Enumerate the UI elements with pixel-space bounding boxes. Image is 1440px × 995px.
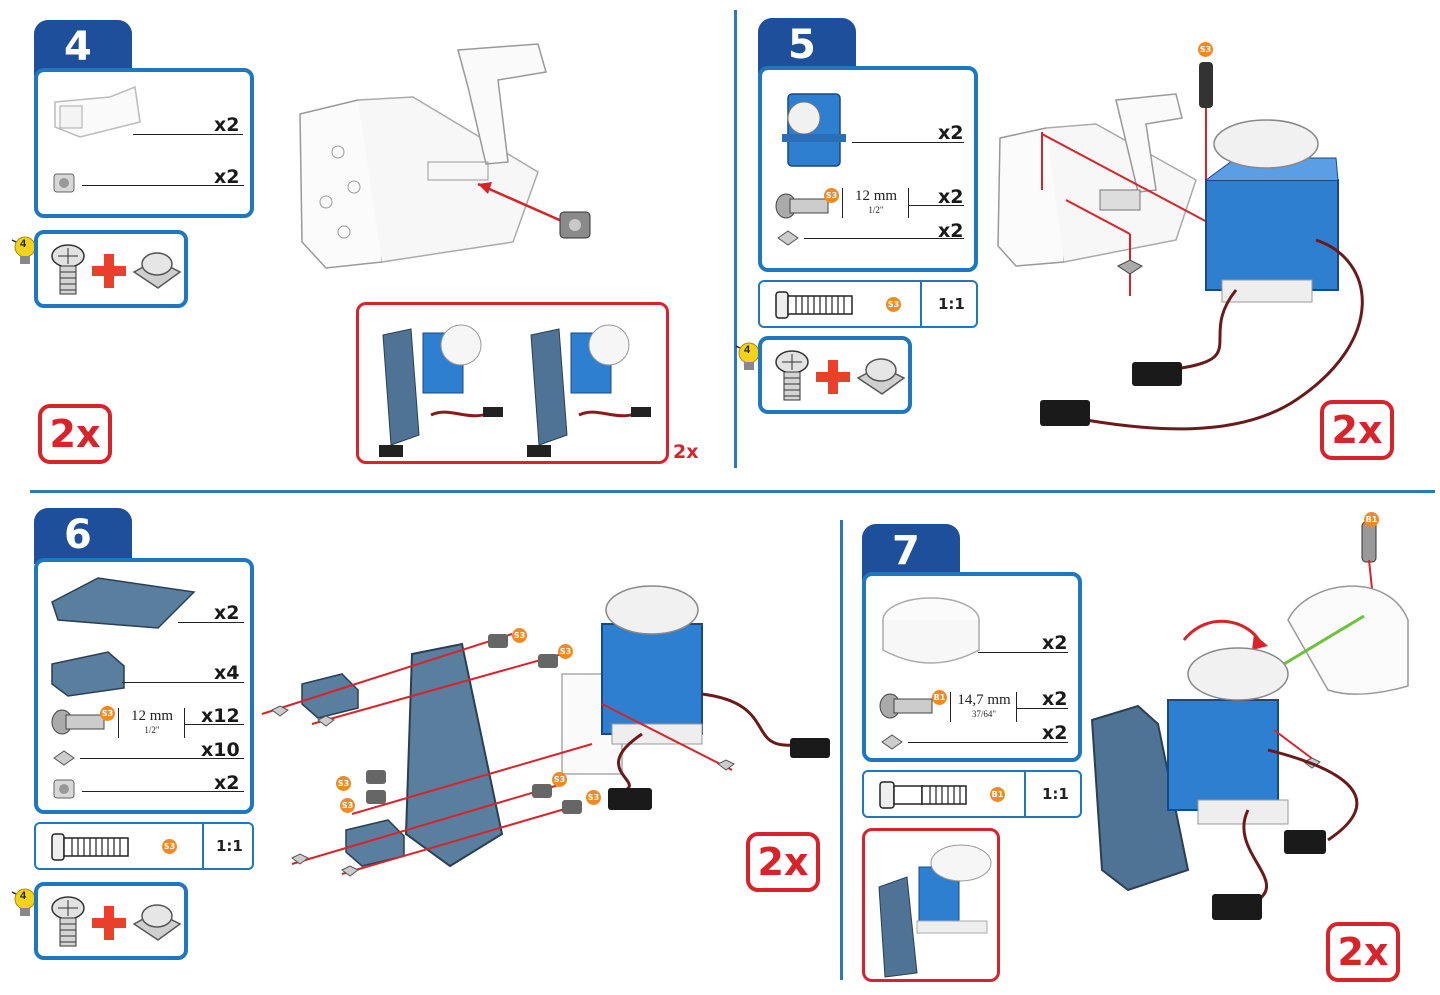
screw-code-badge: S3 xyxy=(340,798,355,813)
part-qty: x2 xyxy=(1042,632,1068,654)
screw-code-badge: S3 xyxy=(336,776,351,791)
screw-scale-box: B1 1:1 xyxy=(862,770,1082,818)
parts-panel: x2 x4 S3 12 mm 1/2" x12 x10 x2 xyxy=(34,558,254,814)
part-qty: x2 xyxy=(1042,722,1068,744)
screw-code-badge: S3 xyxy=(1198,42,1213,57)
screw-part-icon xyxy=(879,693,933,719)
part-qty: x2 xyxy=(938,186,964,208)
step-number: 5 xyxy=(788,22,816,68)
part-qty: x2 xyxy=(938,122,964,144)
servo-bracket-detail-2 xyxy=(527,324,651,457)
servo-bracket-detail xyxy=(878,844,992,978)
step-multiplier: 2x xyxy=(1320,400,1394,460)
screw-length: 14,7 mm 37/64" xyxy=(957,692,1011,719)
step-number: 6 xyxy=(64,512,92,558)
detail-frame xyxy=(356,302,669,464)
tip-box xyxy=(34,882,188,960)
small-bracket-part-icon xyxy=(51,651,125,697)
tip-number: 4 xyxy=(744,344,751,356)
screw-code-badge: S3 xyxy=(552,772,567,787)
screw-code-badge: B1 xyxy=(932,690,947,705)
tip-box xyxy=(758,336,912,414)
detail-frame xyxy=(862,828,1000,982)
step-number-tab: 5 xyxy=(758,18,856,74)
screw-length: 12 mm 1/2" xyxy=(854,188,898,215)
scale-ratio: 1:1 xyxy=(216,837,243,855)
nut-part-icon xyxy=(53,173,75,193)
servo-plate-assembly-illustration xyxy=(261,585,830,877)
servo-part-icon xyxy=(782,93,846,167)
part-qty: x2 xyxy=(214,166,240,188)
screw-scale-box: S3 1:1 xyxy=(34,822,254,870)
parts-panel: x2 S3 12 mm 1/2" x2 x2 xyxy=(758,66,978,272)
scale-ratio: 1:1 xyxy=(938,295,965,313)
step-number-tab: 7 xyxy=(862,524,960,580)
square-nut-icon xyxy=(132,252,182,289)
square-nut-icon xyxy=(856,358,906,395)
screw-part-icon xyxy=(775,193,829,219)
bracket-assembly-illustration xyxy=(299,43,591,269)
screw-code-badge: S3 xyxy=(162,839,177,854)
screw-length: 12 mm 1/2" xyxy=(130,708,174,735)
tip-number: 4 xyxy=(20,238,27,250)
plus-icon xyxy=(816,360,850,394)
tip-number: 4 xyxy=(20,890,27,902)
servo-bracket-detail-1 xyxy=(379,324,503,457)
part-qty: x2 xyxy=(1042,688,1068,710)
divider-top xyxy=(734,10,737,468)
plus-icon xyxy=(92,906,126,940)
step-number: 4 xyxy=(64,24,92,70)
parts-panel: x2 B1 14,7 mm 37/64" x2 x2 xyxy=(862,572,1082,762)
screw-head-icon xyxy=(775,350,809,401)
part-qty: x10 xyxy=(201,739,240,761)
tip-box xyxy=(34,230,188,308)
screw-code-badge: S3 xyxy=(886,297,901,312)
part-qty: x2 xyxy=(214,602,240,624)
part-qty: x12 xyxy=(201,705,240,727)
part-qty: x2 xyxy=(214,114,240,136)
part-qty: x4 xyxy=(214,662,240,684)
step-multiplier: 2x xyxy=(38,404,112,464)
screw-scale-box: S3 1:1 xyxy=(758,280,978,328)
plus-icon xyxy=(92,254,126,288)
divider-middle xyxy=(30,490,1435,493)
square-nut-part-icon xyxy=(881,734,903,750)
square-nut-part-icon xyxy=(53,750,75,766)
screw-head-icon xyxy=(51,244,85,295)
nut-part-icon xyxy=(53,779,75,799)
parts-panel: x2 x2 xyxy=(34,68,254,218)
step-multiplier: 2x xyxy=(1326,922,1400,982)
step-number: 7 xyxy=(892,528,920,574)
screw-head-icon xyxy=(51,896,85,947)
servo-horn-part-icon xyxy=(882,597,980,664)
scale-ratio: 1:1 xyxy=(1042,785,1069,803)
screw-actual-size-icon xyxy=(775,291,853,319)
part-qty: x2 xyxy=(938,220,964,242)
screw-actual-size-icon xyxy=(51,833,129,861)
screw-code-badge: S3 xyxy=(512,628,527,643)
screw-code-badge: S3 xyxy=(558,644,573,659)
bracket-part-icon xyxy=(54,85,141,138)
servo-horn-assembly-illustration xyxy=(1090,521,1409,920)
step-multiplier: 2x xyxy=(746,832,820,892)
divider-bottom xyxy=(840,520,843,980)
detail-multiplier: 2x xyxy=(673,441,699,463)
screw-code-badge: S3 xyxy=(824,188,839,203)
step-number-tab: 4 xyxy=(34,20,132,76)
servo-mount-illustration xyxy=(997,62,1364,431)
screw-code-badge: S3 xyxy=(586,790,601,805)
part-qty: x2 xyxy=(214,772,240,794)
screw-code-badge: B1 xyxy=(990,787,1005,802)
plate-part-icon xyxy=(51,577,196,629)
screw-part-icon xyxy=(51,709,105,735)
screw-code-badge: S3 xyxy=(100,706,115,721)
screw-actual-size-icon xyxy=(879,781,967,809)
step-number-tab: 6 xyxy=(34,508,132,564)
square-nut-part-icon xyxy=(777,230,799,246)
screw-code-badge: B1 xyxy=(1364,512,1379,527)
square-nut-icon xyxy=(132,904,182,941)
